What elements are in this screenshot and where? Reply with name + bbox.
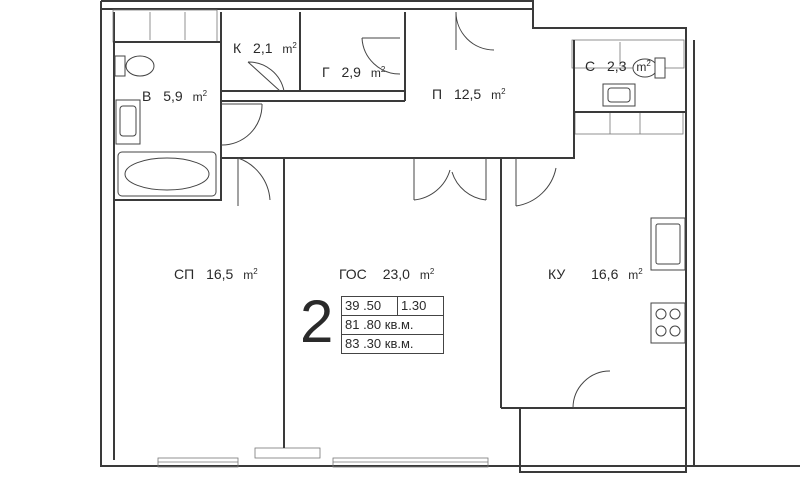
area-unit: m	[419, 268, 430, 282]
room-label-g: Г 2,9 m2	[322, 64, 385, 80]
room-label-ku: КУ 16,6 m2	[548, 266, 643, 282]
info-row: 39 .50 1.30	[342, 297, 443, 316]
room-label-sp: СП 16,5 m2	[174, 266, 258, 282]
area-unit-sup: 2	[501, 87, 506, 96]
area-unit: m	[636, 60, 647, 74]
area-unit-sup: 2	[380, 65, 386, 74]
fixtures	[114, 55, 686, 344]
area-unit-sup: 2	[646, 59, 651, 68]
room-label-p: П 12,5 m2	[432, 86, 506, 102]
room-area: 2,1	[253, 40, 273, 56]
room-area: 12,5	[453, 86, 482, 102]
interior-walls	[113, 12, 687, 473]
outer-walls	[100, 0, 800, 467]
area-unit-sup: 2	[292, 41, 297, 50]
stove-icon	[650, 302, 686, 344]
bottom-windows	[157, 447, 489, 468]
info-cell: 83 .30 кв.м.	[345, 336, 414, 351]
room-label-gos: ГОС 23,0 m2	[339, 266, 434, 282]
area-unit: m	[243, 268, 254, 282]
info-row: 83 .30 кв.м.	[342, 335, 443, 353]
room-label-k: К 2,1 m2	[233, 40, 297, 56]
room-code: В	[142, 88, 152, 104]
room-code: Г	[322, 64, 330, 80]
area-unit: m	[192, 90, 203, 104]
apartment-number: 2	[300, 288, 334, 355]
area-unit-sup: 2	[638, 267, 643, 276]
area-unit-sup: 2	[202, 89, 208, 98]
area-unit: m	[282, 42, 293, 56]
room-area: 2,9	[341, 64, 361, 80]
area-unit: m	[628, 268, 639, 282]
toilet-icon	[125, 55, 155, 77]
room-area: 16,5	[206, 266, 234, 282]
area-unit-sup: 2	[253, 267, 258, 276]
area-unit: m	[370, 66, 381, 80]
doors	[220, 11, 611, 409]
room-area: 5,9	[163, 88, 183, 104]
info-cell: 39 .50	[342, 297, 398, 315]
room-code: С	[585, 58, 596, 74]
room-area: 23,0	[382, 266, 410, 282]
room-code: КУ	[548, 266, 566, 282]
room-area: 16,6	[591, 266, 619, 282]
room-code: К	[233, 40, 242, 56]
info-cell: 81 .80 кв.м.	[345, 317, 414, 332]
info-cell: 1.30	[401, 298, 427, 313]
area-unit-sup: 2	[429, 267, 435, 276]
area-unit: m	[491, 88, 502, 102]
room-area: 2,3	[607, 58, 627, 74]
room-code: СП	[174, 266, 195, 282]
room-label-b: В 5,9 m2	[142, 88, 207, 104]
room-code: ГОС	[339, 266, 367, 282]
room-label-c: С 2,3 m2	[585, 58, 651, 74]
info-row: 81 .80 кв.м.	[342, 316, 443, 335]
room-code: П	[432, 86, 443, 102]
apartment-info-table: 39 .50 1.30 81 .80 кв.м. 83 .30 кв.м.	[341, 296, 444, 354]
